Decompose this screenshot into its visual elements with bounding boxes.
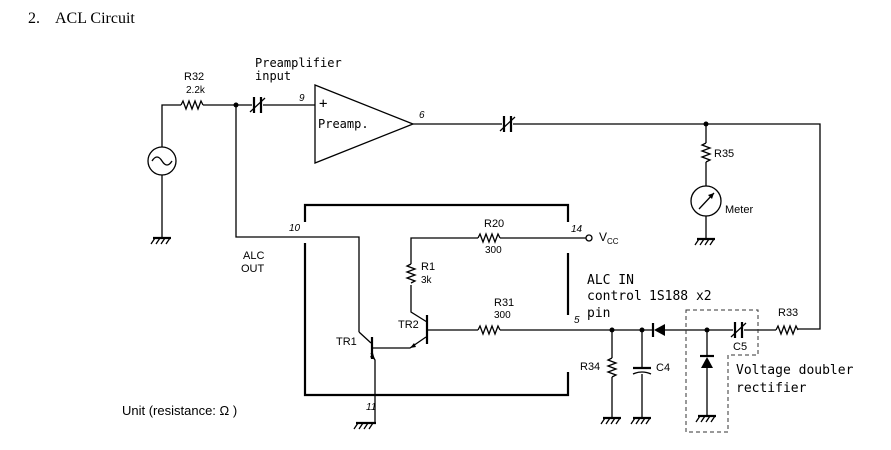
capacitor-icon (632, 366, 652, 375)
preamp-label: Preamp. (318, 117, 369, 131)
c5-label: C5 (733, 341, 747, 353)
ground-icon (600, 416, 621, 425)
pin-5: 5 (574, 315, 580, 326)
npn-transistor-icon (410, 290, 478, 348)
meter-label: Meter (725, 204, 753, 216)
capacitor-output (499, 116, 516, 132)
alc-out-label-1: ALC (243, 250, 264, 262)
alc-out-label-2: OUT (241, 263, 265, 275)
resistor-r35 (700, 142, 712, 163)
ground-icon (695, 414, 716, 423)
resistor-r1 (405, 263, 417, 284)
c4-label: C4 (656, 362, 670, 374)
r31-name: R31 (494, 297, 514, 309)
diode-part-label: 1S188 x2 (649, 289, 712, 304)
voltage-doubler-label-1: Voltage doubler (736, 363, 854, 378)
pin-9: 9 (299, 93, 305, 104)
voltage-doubler-label-2: rectifier (736, 381, 807, 396)
ground-icon (694, 237, 715, 246)
preamp-input-label-2: input (255, 69, 291, 83)
r1-value: 3k (421, 275, 433, 286)
control-label: control (587, 289, 642, 304)
pin-14: 14 (571, 224, 583, 235)
section-number: 2. (28, 10, 40, 27)
section-title: ACL Circuit (55, 10, 135, 27)
unit-note: Unit (resistance: Ω ) (122, 403, 237, 418)
r33-label: R33 (778, 307, 798, 319)
resistor-r33 (775, 324, 799, 336)
plus-sign: + (319, 96, 327, 112)
preamp-input-label-1: Preamplifier (255, 56, 342, 70)
pin-11: 11 (366, 402, 376, 413)
r35-label: R35 (714, 148, 734, 160)
r20-value: 300 (485, 245, 502, 256)
capacitor-input (249, 97, 266, 113)
r20-name: R20 (484, 218, 504, 230)
resistor-r31 (477, 324, 501, 336)
r1-name: R1 (421, 261, 435, 273)
vcc-label: V (599, 230, 607, 244)
ground-icon (630, 416, 651, 425)
ac-source-icon (147, 146, 177, 176)
ground-icon (353, 421, 376, 430)
diode-icon (700, 354, 714, 368)
resistor-r20 (477, 232, 501, 244)
capacitor-c5 (730, 322, 747, 338)
pin-10: 10 (289, 223, 301, 234)
tr2-label: TR2 (398, 319, 419, 331)
r32-name: R32 (184, 71, 204, 83)
vcc-subscript: CC (607, 237, 619, 246)
diode-icon (651, 323, 665, 337)
resistor-r32 (180, 99, 204, 111)
pin-6: 6 (419, 110, 425, 121)
ground-icon (150, 236, 171, 245)
pin-label: pin (587, 306, 610, 321)
resistor-r34 (606, 357, 618, 378)
r31-value: 300 (494, 310, 511, 321)
opamp-triangle-icon (314, 84, 415, 164)
r32-value: 2.2k (186, 85, 206, 96)
meter-icon (690, 185, 722, 217)
tr1-label: TR1 (336, 336, 357, 348)
r34-label: R34 (580, 361, 600, 373)
alc-in-label: ALC IN (587, 273, 634, 288)
